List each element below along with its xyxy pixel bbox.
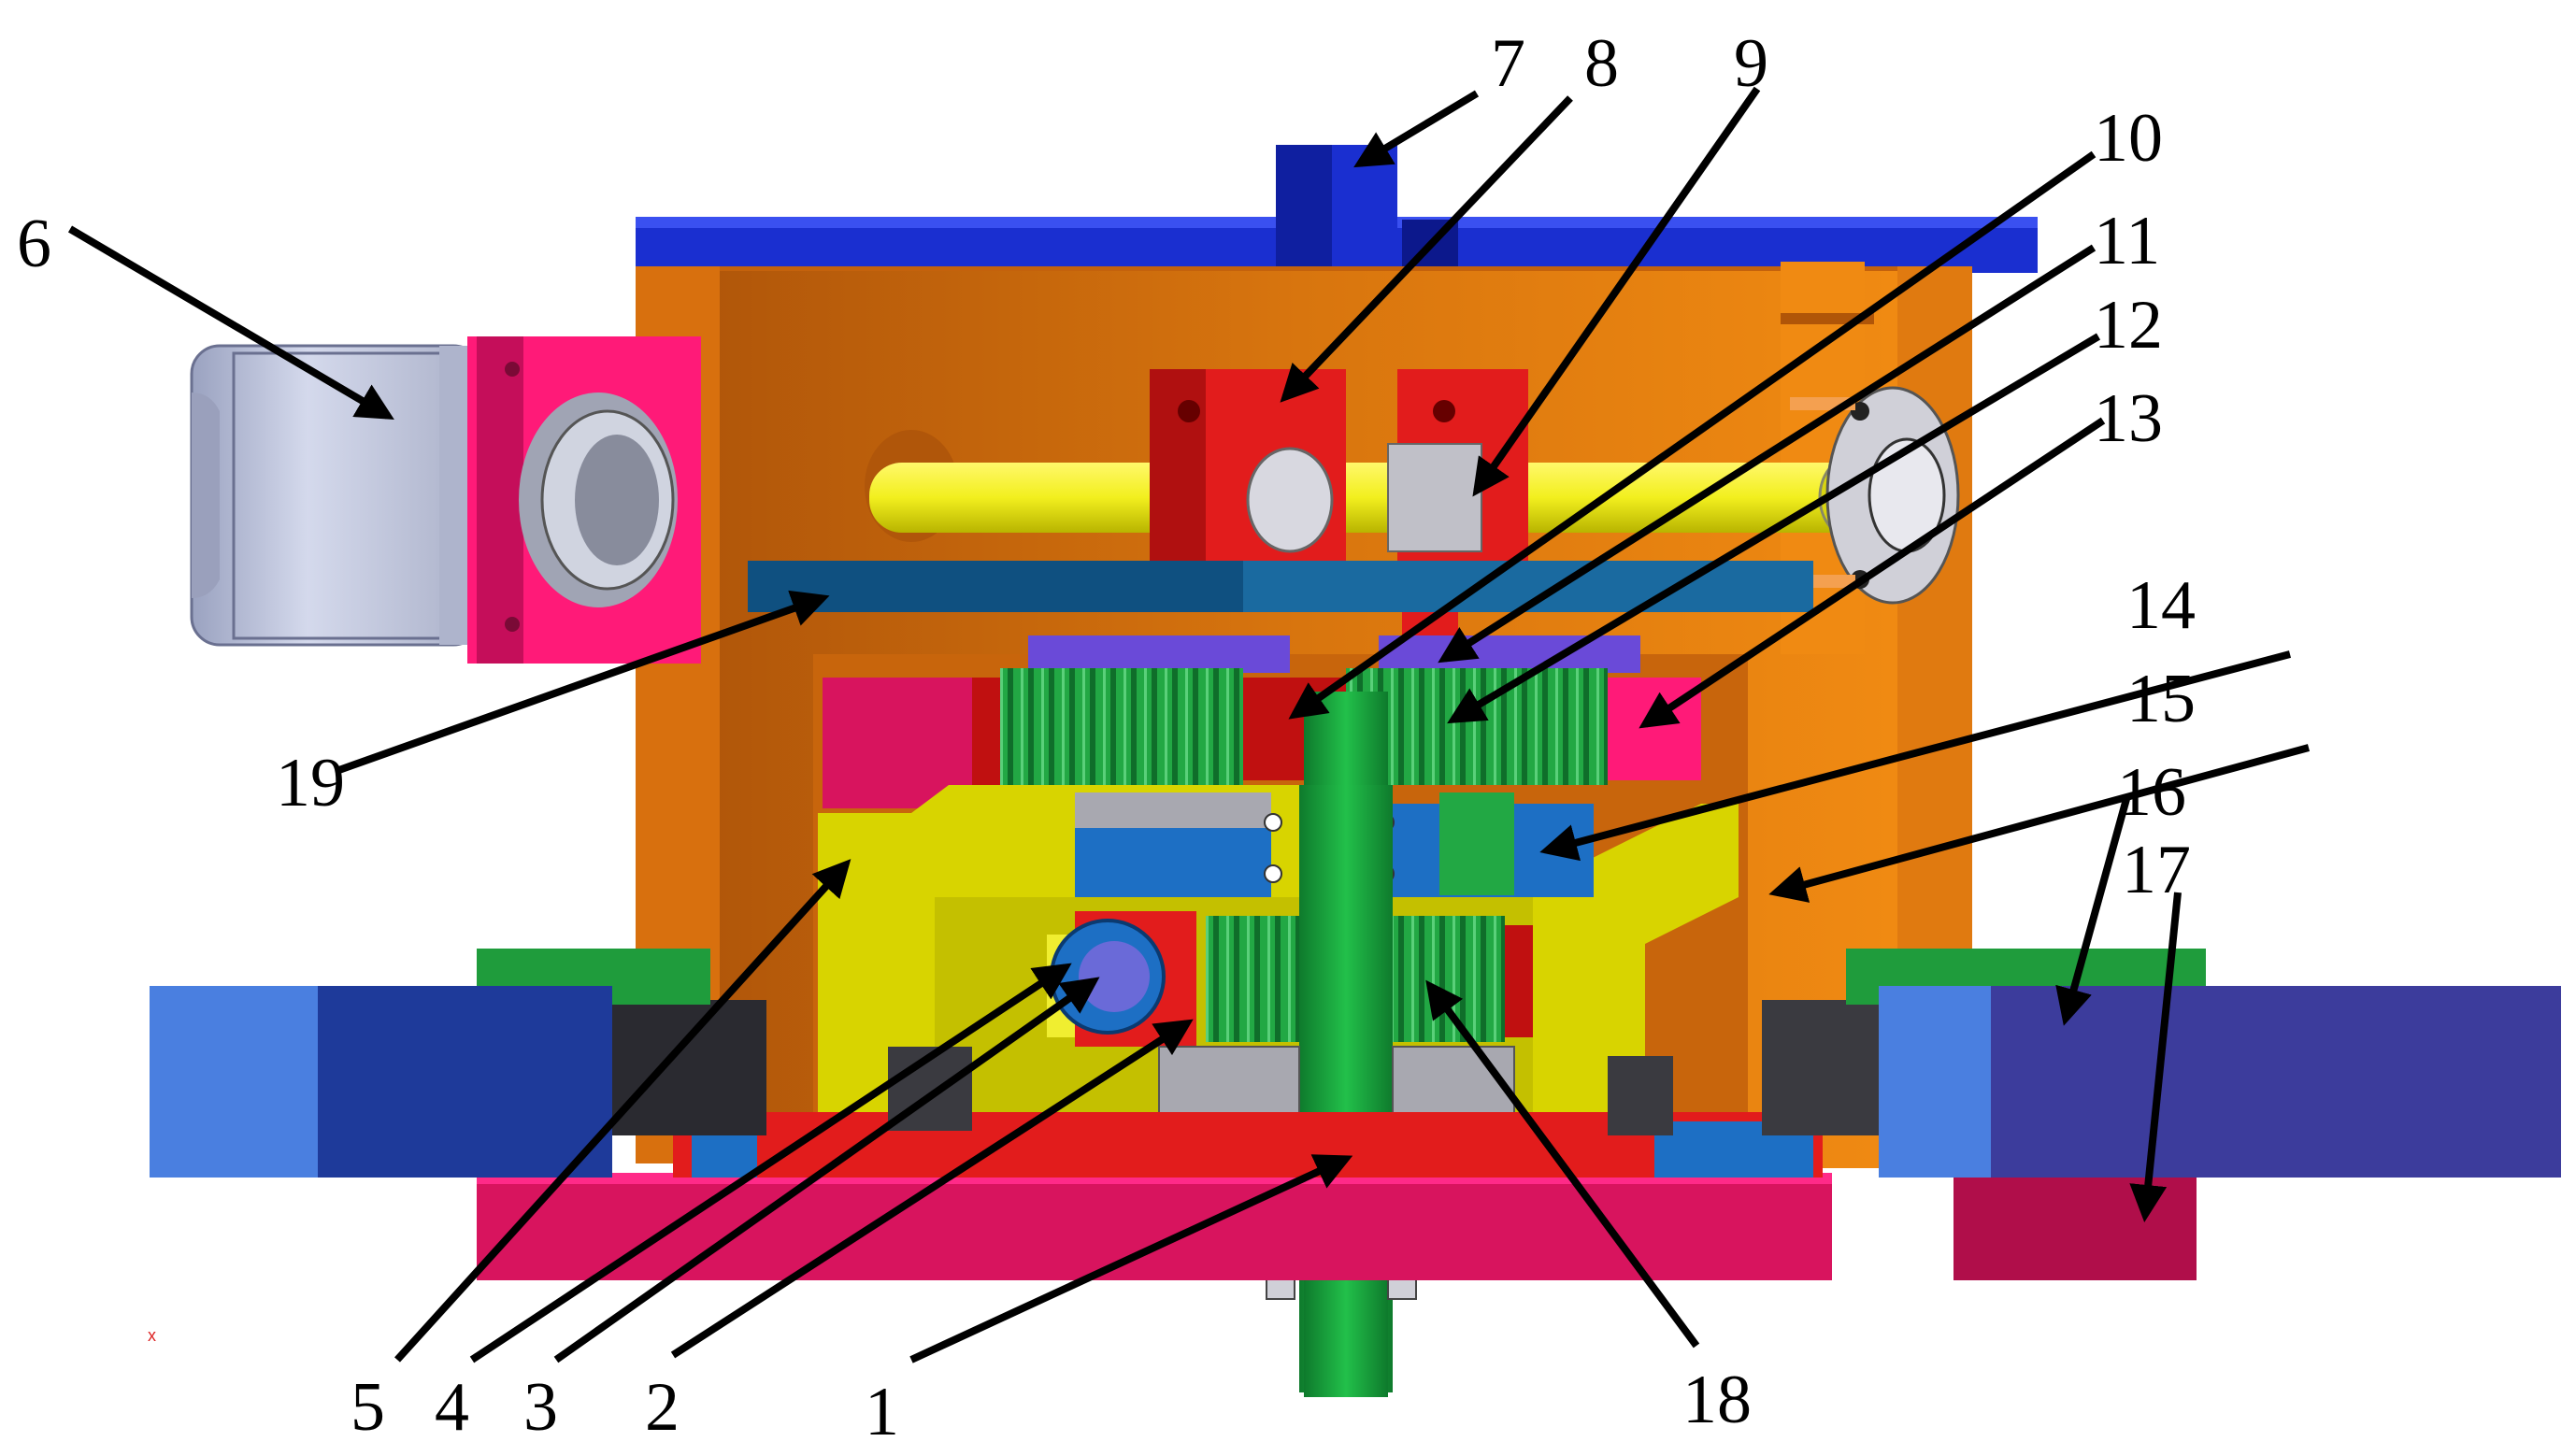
callout-5: 5 bbox=[351, 1369, 385, 1446]
output-shaft-icon bbox=[1266, 692, 1417, 1397]
callout-7: 7 bbox=[1491, 25, 1525, 102]
callout-12: 12 bbox=[2094, 287, 2163, 364]
callout-17: 17 bbox=[2122, 832, 2191, 908]
leader-5 bbox=[394, 859, 852, 1363]
leader-10 bbox=[1288, 150, 2097, 720]
callout-8: 8 bbox=[1584, 25, 1619, 102]
callout-10: 10 bbox=[2094, 100, 2163, 177]
leader-15 bbox=[1768, 744, 2311, 903]
leader-2 bbox=[670, 1019, 1194, 1359]
leader-arrows bbox=[67, 86, 2311, 1363]
callout-13: 13 bbox=[2094, 380, 2163, 457]
leader-12 bbox=[1447, 333, 2101, 724]
callout-3: 3 bbox=[523, 1369, 558, 1446]
leader-3 bbox=[553, 977, 1100, 1363]
leader-11 bbox=[1438, 244, 2097, 664]
leader-19 bbox=[335, 590, 830, 775]
leader-4 bbox=[469, 963, 1072, 1363]
callout-18: 18 bbox=[1682, 1362, 1752, 1438]
callout-19: 19 bbox=[276, 745, 345, 821]
base-plate bbox=[477, 1112, 2197, 1280]
callout-4: 4 bbox=[435, 1369, 469, 1446]
right-arm bbox=[1879, 986, 2561, 1178]
leader-17 bbox=[2129, 892, 2182, 1222]
callout-15: 15 bbox=[2126, 661, 2196, 737]
left-arm bbox=[150, 986, 612, 1178]
callout-6: 6 bbox=[17, 206, 51, 282]
callout-1: 1 bbox=[865, 1374, 899, 1450]
callout-14: 14 bbox=[2126, 567, 2196, 644]
stray-mark: x bbox=[148, 1326, 156, 1345]
leader-6 bbox=[67, 225, 394, 421]
leader-7 bbox=[1353, 90, 1480, 168]
callout-9: 9 bbox=[1734, 25, 1768, 102]
leader-8 bbox=[1280, 95, 1573, 403]
leader-18 bbox=[1425, 979, 1700, 1349]
slide-plate bbox=[748, 561, 1813, 612]
motor-flange bbox=[467, 336, 701, 664]
callout-labels: 1 2 3 4 5 6 7 8 9 10 11 12 13 14 15 16 1… bbox=[17, 25, 2196, 1450]
callout-16: 16 bbox=[2117, 754, 2186, 831]
stepper-motor-icon bbox=[190, 344, 483, 647]
callout-11: 11 bbox=[2094, 203, 2160, 279]
leader-1 bbox=[909, 1154, 1353, 1363]
leader-14 bbox=[1539, 650, 2292, 862]
callout-2: 2 bbox=[645, 1369, 680, 1446]
support-block-left bbox=[1150, 369, 1346, 593]
leader-16 bbox=[2055, 797, 2130, 1026]
leader-9 bbox=[1472, 86, 1761, 497]
leader-13 bbox=[1639, 417, 2106, 729]
seal-blocks bbox=[612, 1000, 1883, 1135]
